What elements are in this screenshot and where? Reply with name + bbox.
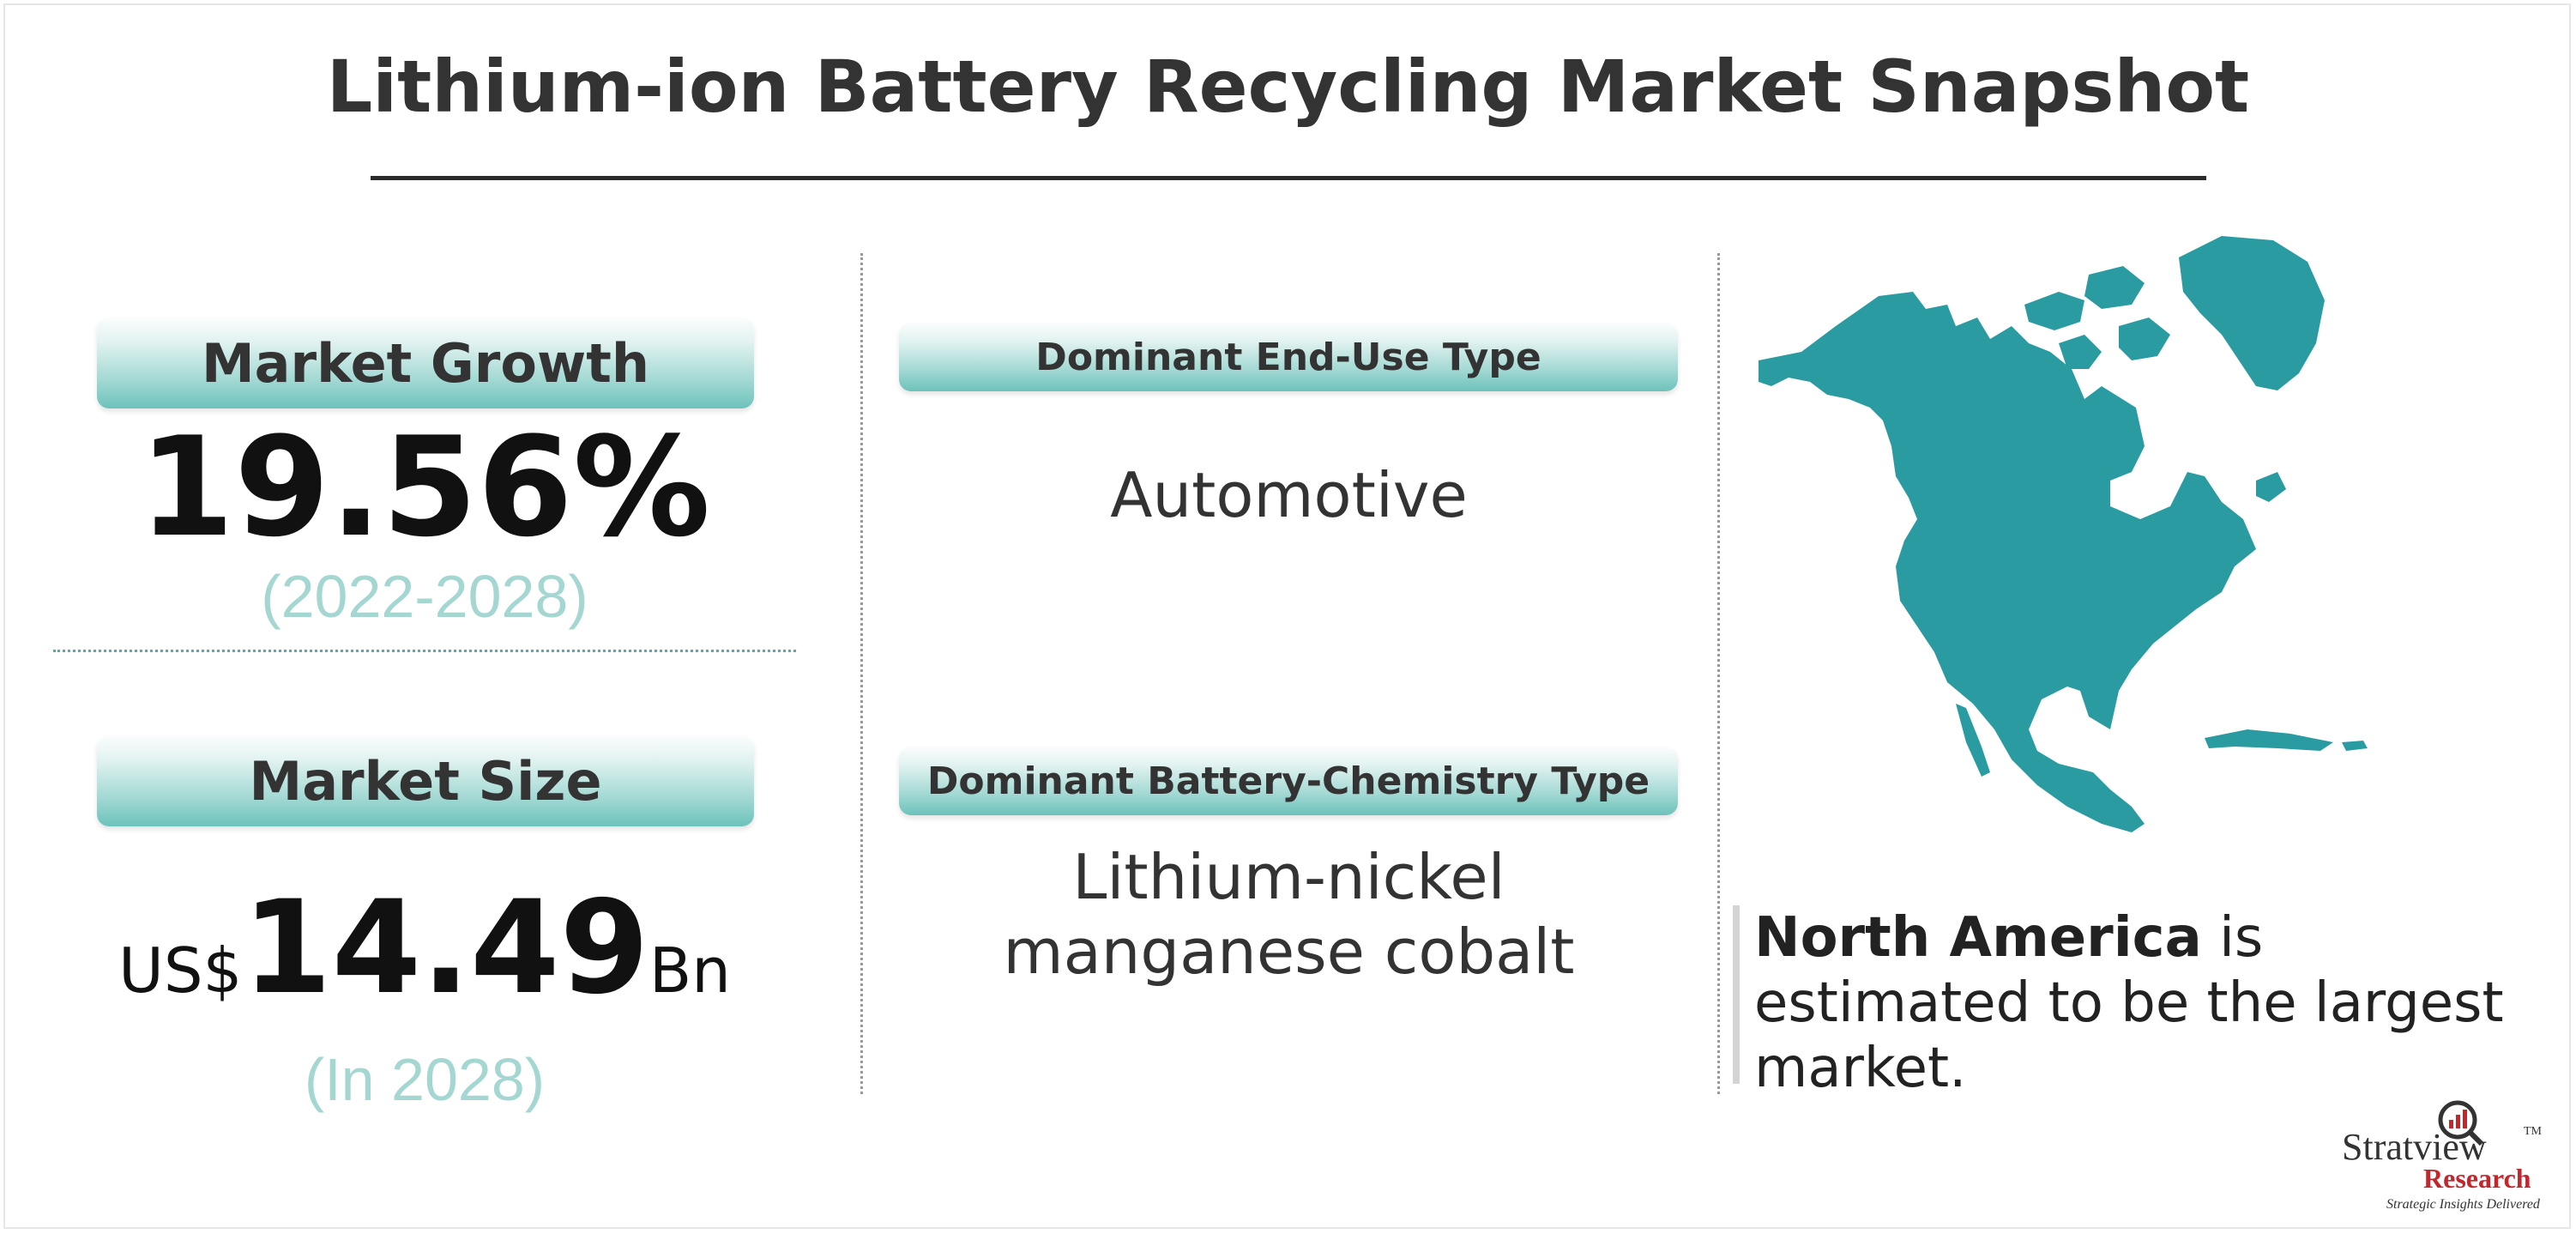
chemistry-value-line2: manganese cobalt xyxy=(1003,916,1575,988)
logo-tm: TM xyxy=(2524,1125,2542,1138)
stratview-logo: Stratview TM Research Strategic Insights… xyxy=(2333,1094,2548,1214)
divider-right xyxy=(1717,253,1720,1094)
chemistry-label: Dominant Battery-Chemistry Type xyxy=(899,747,1678,815)
region-accent-bar xyxy=(1733,905,1740,1084)
divider-left xyxy=(860,253,863,1094)
logo-tagline: Strategic Insights Delivered xyxy=(2386,1197,2540,1212)
end-use-label: Dominant End-Use Type xyxy=(899,323,1678,391)
market-growth-label: Market Growth xyxy=(97,318,754,408)
logo-name: Stratview xyxy=(2342,1126,2487,1168)
region-name: North America xyxy=(1754,906,2202,970)
market-growth-value: 19.56% xyxy=(138,407,711,567)
divider-growth-size xyxy=(53,650,796,652)
page-title: Lithium-ion Battery Recycling Market Sna… xyxy=(326,45,2250,129)
chemistry-value-line1: Lithium-nickel xyxy=(1072,841,1505,913)
region-statement: North America is estimated to be the lar… xyxy=(1754,905,2552,1101)
market-growth-period: (2022-2028) xyxy=(261,563,588,630)
magnifier-growth-icon xyxy=(2438,1100,2484,1146)
market-size-number: 14.49 xyxy=(242,874,649,1023)
north-america-map-icon xyxy=(1759,236,2368,832)
market-size-label: Market Size xyxy=(97,735,754,826)
market-size-year: (In 2028) xyxy=(304,1046,546,1113)
market-size-value: US$14.49Bn xyxy=(0,880,849,1056)
currency-prefix: US$ xyxy=(118,935,243,1007)
logo-research: Research xyxy=(2423,1163,2531,1194)
snapshot-frame xyxy=(3,3,2571,1229)
unit-suffix: Bn xyxy=(649,935,731,1007)
title-underline xyxy=(371,176,2206,180)
end-use-value: Automotive xyxy=(1110,459,1468,531)
region-description: is estimated to be the largest market. xyxy=(1754,906,2504,1100)
